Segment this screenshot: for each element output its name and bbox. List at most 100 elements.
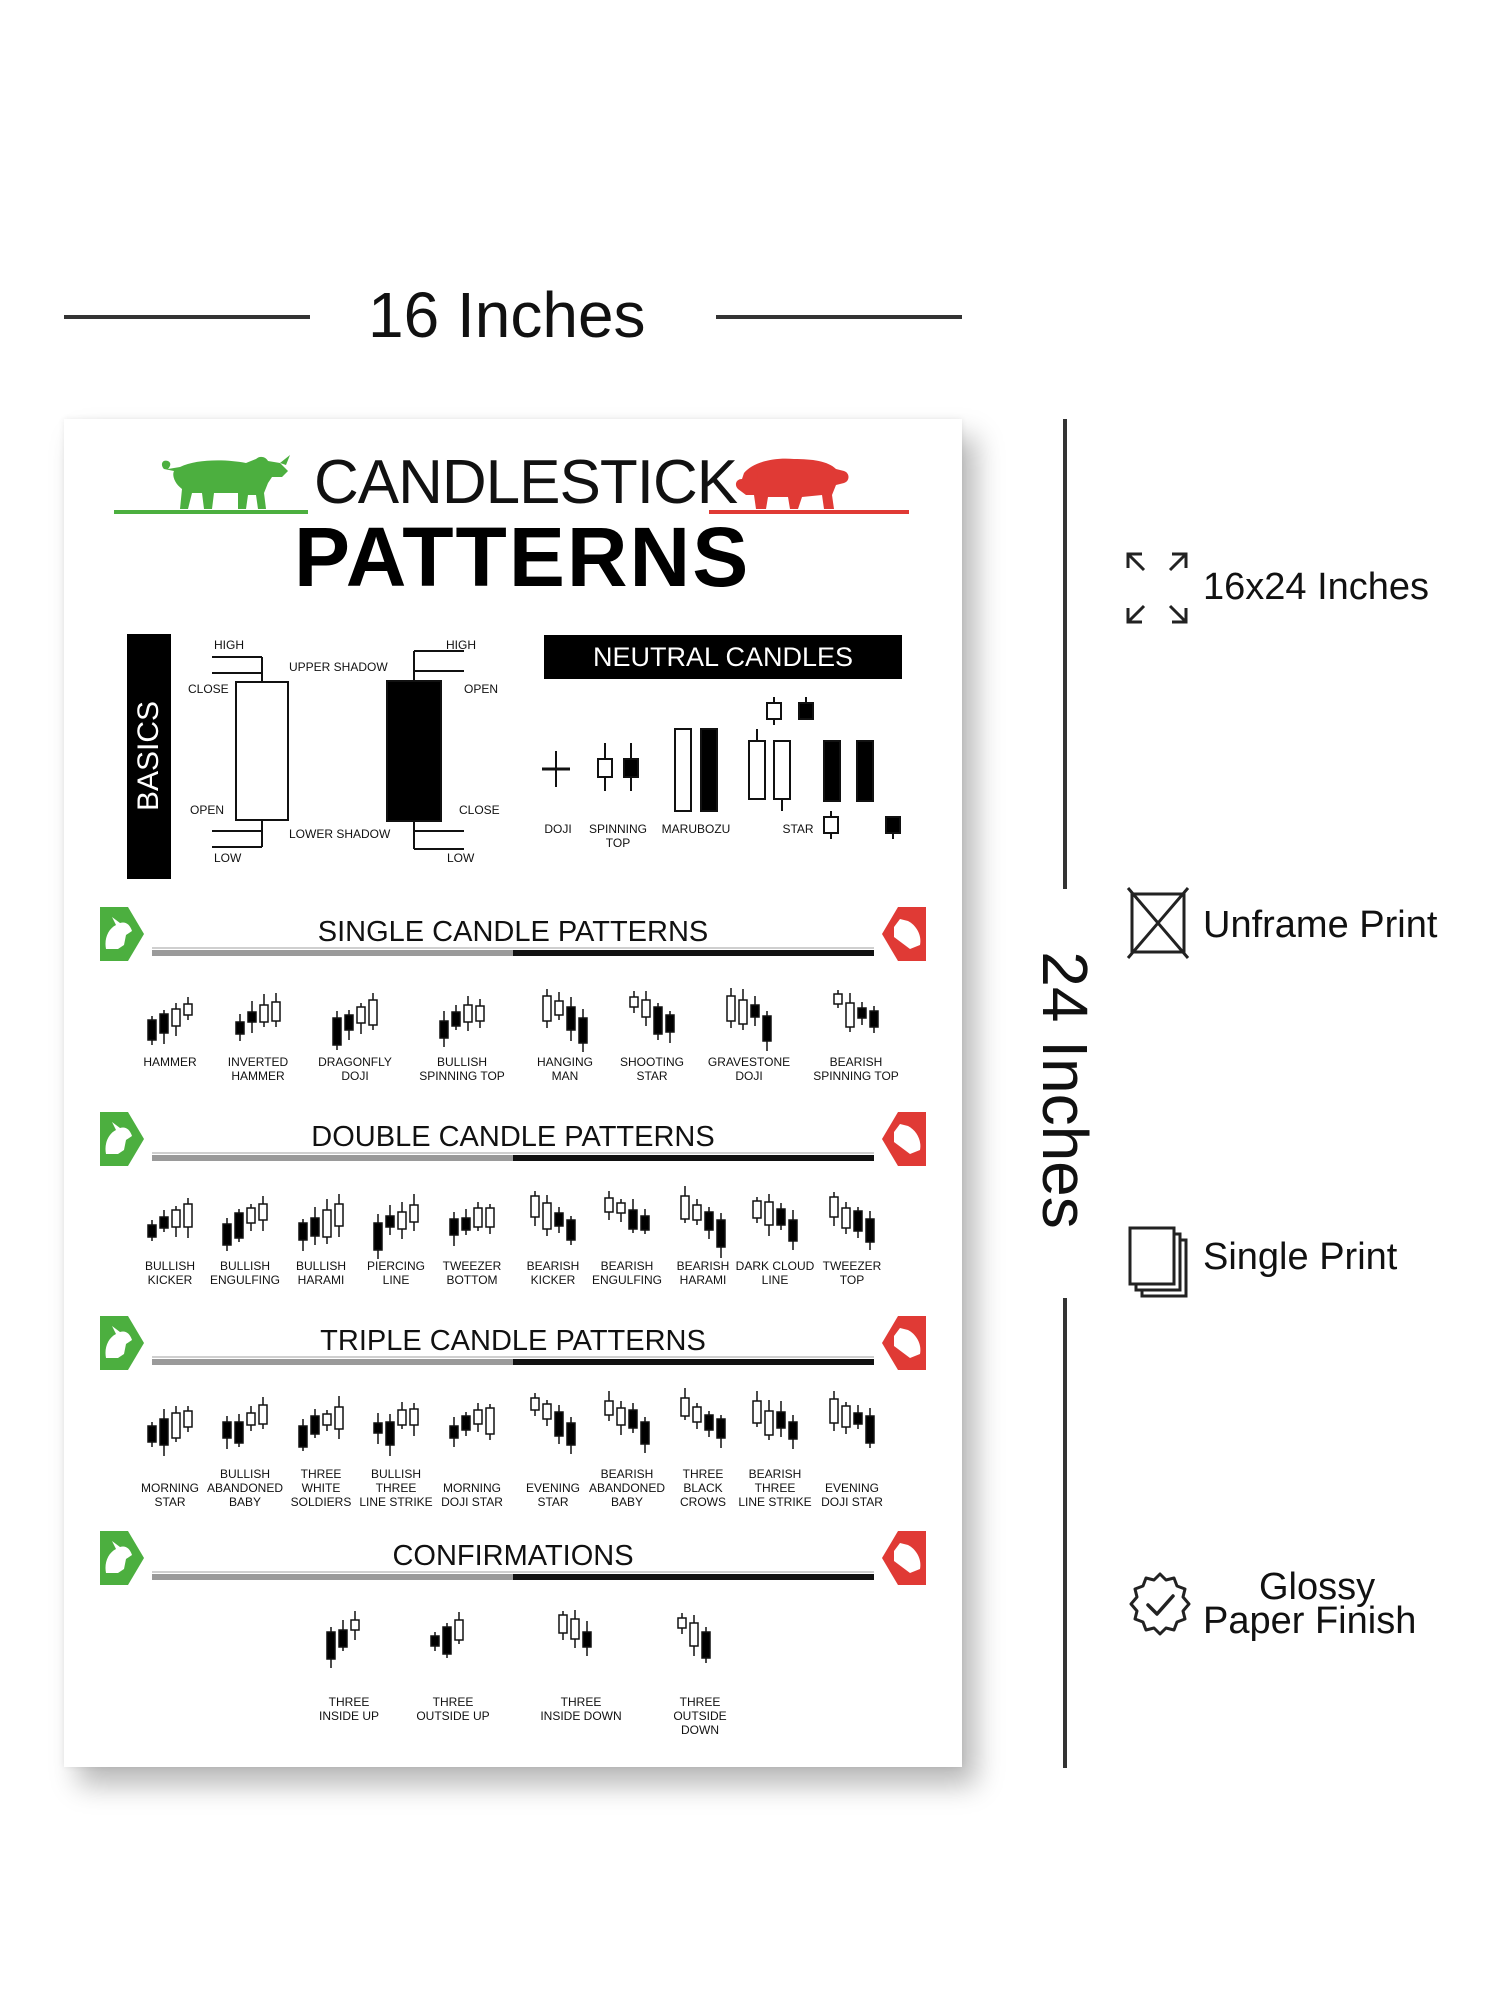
candle-body (473, 1207, 483, 1228)
neutral-label-star: STAR (782, 822, 814, 836)
candle-body (368, 999, 378, 1026)
candle-body (171, 1008, 181, 1027)
candle-body (332, 1017, 342, 1046)
check-badge-icon (1129, 1572, 1191, 1636)
candle-body (845, 1002, 855, 1028)
section-double-candles (147, 1186, 875, 1259)
section-single-banner (100, 907, 926, 961)
candle-body (640, 1421, 650, 1445)
pattern-bearish-engulfing: BEARISH ENGULFING (591, 1259, 662, 1287)
no-frame-icon (1126, 887, 1190, 959)
candle-body (628, 1409, 638, 1429)
candle-body (716, 1219, 726, 1248)
section-double-title: DOUBLE CANDLE PATTERNS (311, 1121, 715, 1153)
candle-body (578, 1017, 588, 1044)
pattern-gravestone-doji: GRAVESTONE DOJI (707, 1055, 791, 1083)
banner-underline-highlight (152, 1152, 874, 1154)
pattern-morning-star: MORNING STAR (141, 1481, 199, 1509)
neutral-label-marubozu: MARUBOZU (661, 822, 731, 836)
banner-underline-left (152, 1155, 513, 1161)
candle-body (439, 1020, 449, 1039)
bear-low-label: LOW (447, 851, 475, 865)
banner-underline-right (513, 950, 874, 956)
bull-open-label: OPEN (190, 803, 225, 817)
candle-body (454, 1619, 464, 1641)
pattern-bearish-spinning-top: BEARISH SPINNING TOP (813, 1055, 899, 1083)
candle-body (833, 993, 843, 1005)
banner-underline-left (152, 1574, 513, 1580)
height-dimension-line-top (1063, 419, 1067, 889)
candle-body (326, 1631, 336, 1660)
pattern-hanging-man: HANGING MAN (536, 1055, 593, 1083)
section-confirmations-title: CONFIRMATIONS (392, 1540, 634, 1572)
candle-body (235, 1021, 245, 1035)
candle-body (246, 1207, 256, 1224)
candle-body (554, 1000, 564, 1016)
candle-body (542, 1202, 552, 1230)
feature-finish-label-line1: Glossy (1259, 1566, 1376, 1608)
candle-body (171, 1412, 181, 1439)
candle-body (665, 1014, 675, 1033)
bear-high-label: HIGH (446, 638, 476, 652)
candle-body (183, 1203, 193, 1228)
candle-body (776, 1411, 786, 1429)
candle-body (701, 1631, 711, 1659)
candle-body (566, 1219, 576, 1241)
bull-head-icon (105, 1326, 132, 1358)
candle-body (234, 1421, 244, 1444)
candle-body (542, 995, 552, 1022)
candle-body (865, 1218, 875, 1243)
candle-body (475, 1005, 485, 1022)
pattern-three-outside-down: THREE OUTSIDE DOWN (673, 1695, 727, 1737)
basics-bullish-candle-diagram (212, 650, 464, 850)
candle-body (485, 1407, 495, 1435)
width-dimension-line-right (716, 315, 962, 319)
pattern-tweezer-bottom: TWEEZER BOTTOM (442, 1259, 502, 1287)
candle-body (310, 1217, 320, 1237)
candle-body (554, 1212, 564, 1227)
candle-body (692, 1406, 702, 1423)
pattern-bullish-three-line-strike: BULLISH THREE LINE STRIKE (359, 1467, 433, 1509)
upper-shadow-label: UPPER SHADOW (289, 660, 388, 674)
section-single-candles (147, 988, 879, 1052)
banner-underline-highlight (152, 1571, 874, 1573)
candle-body (857, 1007, 867, 1019)
candle-body (385, 1421, 395, 1446)
candle-body (344, 1014, 354, 1031)
pattern-dragonfly-doji: DRAGONFLY DOJI (318, 1055, 392, 1083)
bear-head-icon (894, 1543, 921, 1573)
section-triple-candles (147, 1388, 875, 1456)
candle-body (485, 1207, 495, 1228)
candle-body (530, 1195, 540, 1218)
candle-body (298, 1425, 308, 1448)
pattern-inverted-hammer: INVERTED HAMMER (227, 1055, 289, 1083)
candle-body (451, 1011, 461, 1027)
pattern-bearish-abandoned-baby: BEARISH ABANDONED BABY (588, 1467, 665, 1509)
height-dimension-label: 24 Inches (1029, 951, 1101, 1229)
pattern-hammer: HAMMER (143, 1055, 197, 1069)
section-single-title: SINGLE CANDLE PATTERNS (317, 916, 709, 948)
candle-body (147, 1425, 157, 1443)
candle-body (530, 1397, 540, 1411)
candle-body (788, 1219, 798, 1242)
pattern-shooting-star: SHOOTING STAR (619, 1055, 684, 1083)
candle-body (689, 1622, 699, 1647)
pattern-bearish-harami: BEARISH HARAMI (676, 1259, 730, 1287)
candle-body (750, 1004, 760, 1018)
candle-body (334, 1203, 344, 1227)
candle-body (677, 1617, 687, 1629)
candle-body (604, 1400, 614, 1416)
candle-body (829, 1398, 839, 1424)
pattern-bullish-harami: BULLISH HARAMI (295, 1259, 347, 1287)
candle-body (762, 1015, 772, 1042)
candle-body (271, 1001, 281, 1022)
candle-body (629, 996, 639, 1008)
feature-single-label: Single Print (1203, 1236, 1398, 1278)
candle-body (566, 1422, 576, 1446)
bear-underline (709, 510, 909, 514)
banner-underline-right (513, 1155, 874, 1161)
bull-head-icon (105, 917, 132, 949)
neutral-candles-drawing (542, 697, 901, 839)
pattern-three-inside-up: THREE INSIDE UP (318, 1695, 379, 1723)
section-double-banner (100, 1112, 926, 1166)
